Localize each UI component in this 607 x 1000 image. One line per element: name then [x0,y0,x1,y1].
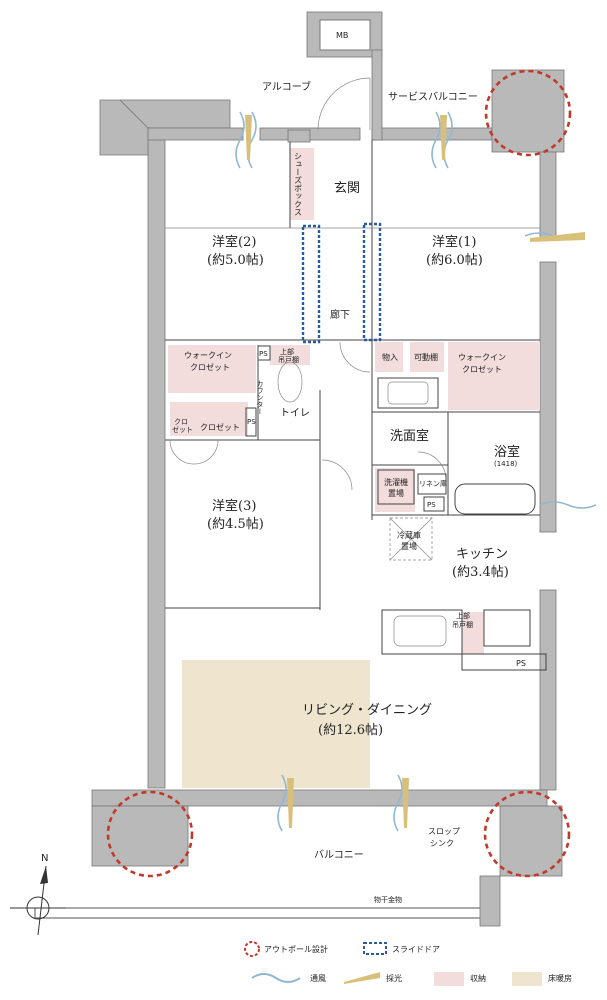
western1-name: 洋室(1) [432,234,476,250]
walkin2-line1: ウォークイン [458,353,506,362]
walkin2-line2: クロゼット [462,364,502,374]
upper-shelf1-line1: 上部 [280,347,294,356]
kitchen-name: キッチン [456,547,508,562]
ventilation-marks [235,111,597,832]
entrance-label: 玄関 [334,181,360,196]
legend-outpole-label: アウトポール設計 [264,944,328,954]
legend-slide-swatch [363,942,387,955]
western1-size: (約6.0帖) [426,253,483,268]
balcony-label: バルコニー [314,849,364,861]
alcove-label: アルコーブ [262,80,311,93]
service-balcony-label: サービスバルコニー [388,91,478,103]
bath-size: (1418) [494,460,518,468]
closet-small-line2: ゼット [172,425,193,434]
slop-sink-line1: スロップ [428,827,460,836]
legend-slide-label: スライドドア [392,945,440,954]
legend-ventilation-swatch [251,973,301,983]
legend-floor-heating-label: 床暖房 [548,973,572,983]
storage-areas [168,148,540,654]
upper-shelf2-line2: 吊戸棚 [452,620,473,629]
outpole-markers [106,69,572,878]
upper-shelf2-line1: 上部 [456,611,470,620]
drying-rack-label: 物干金物 [374,895,402,904]
upper-shelf1-line2: 吊戸棚 [278,355,299,364]
closet2-label: クロゼット [200,422,240,432]
legend-daylight-label: 採光 [386,973,402,983]
hallway-label: 廊下 [330,308,350,321]
movable-shelf-label: 可動棚 [414,352,438,362]
fridge-line1: 冷蔵庫 [397,530,421,540]
mb-label: MB [336,31,348,40]
legend-daylight-swatch [344,972,380,984]
floor-heating-area [182,660,370,788]
room-labels: MB アルコーブ サービスバルコニー シューズボックス 玄関 洋室(2) (約5… [172,31,526,904]
bath-label: 浴室 [494,444,520,460]
legend: アウトポール設計 スライドドア 通風 採光 収納 床暖房 [244,941,572,986]
walkin1-line2: クロゼット [190,362,230,372]
washer-line1: 洗濯機 [384,477,408,487]
western3-size: (約4.5帖) [207,517,264,532]
ps4-label: PS [516,659,526,668]
washroom-label: 洗面室 [390,428,429,444]
legend-floor-heating-swatch [512,972,542,986]
counter-label: カウンター [256,380,264,415]
ps2-label: PS [247,418,256,426]
western2-name: 洋室(2) [212,234,256,250]
legend-storage-swatch [434,972,464,986]
kitchen-size: (約3.4帖) [452,565,509,580]
legend-storage-label: 収納 [470,973,486,983]
legend-outpole-swatch [244,941,260,957]
washer-line2: 置場 [388,488,404,498]
slop-sink-line2: シンク [430,839,454,848]
toilet-label: トイレ [280,408,310,419]
living-name: リビング・ダイニング [302,703,432,718]
fridge-line2: 置場 [401,541,417,551]
north-label: N [41,853,48,864]
walkin1-line1: ウォークイン [184,351,232,360]
linen-label: リネン庫 [419,479,447,488]
exterior-walls [34,11,565,927]
legend-ventilation-label: 通風 [310,973,326,983]
living-size: (約12.6帖) [318,723,383,738]
western2-size: (約5.0帖) [207,253,264,268]
compass: N [10,853,66,936]
interior-walls [165,77,547,671]
ps1-label: PS [259,350,268,358]
closet-small-line1: クロ [174,418,188,426]
ps3-label: PS [427,501,436,509]
western3-name: 洋室(3) [212,498,256,514]
storage-closet-label: 物入 [382,352,398,362]
shoebox-label: シューズボックス [294,152,303,216]
